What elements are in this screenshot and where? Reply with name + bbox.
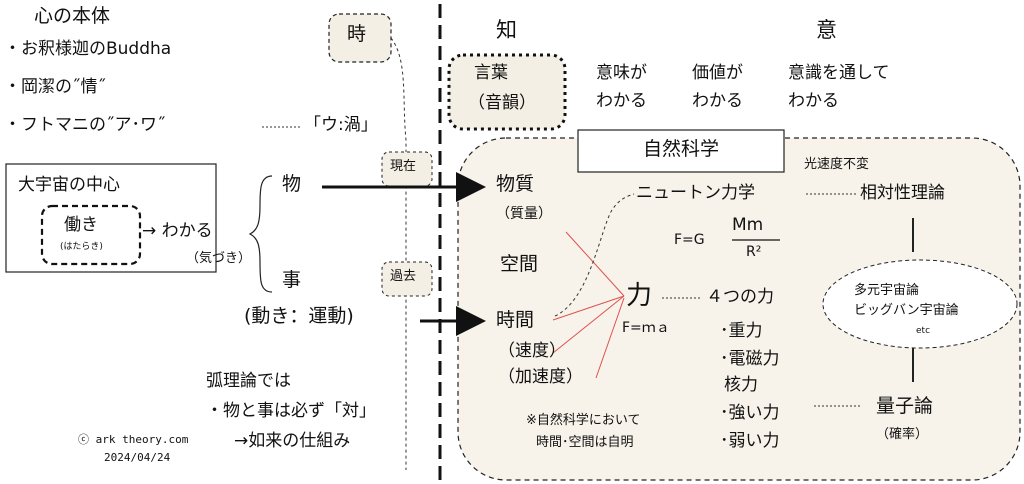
- busshitsu-label: 物質: [496, 173, 535, 195]
- chi-header: 知: [496, 18, 517, 42]
- imi-line2: わかる: [596, 91, 647, 111]
- bullet-oka: ・岡潔の˝情˝: [4, 77, 106, 97]
- kasokudo-label: （加速度）: [498, 367, 583, 387]
- force-gravity: ･重力: [720, 321, 763, 341]
- present-box: [381, 151, 433, 187]
- past-box: [381, 261, 433, 297]
- science-region: [457, 137, 1021, 481]
- quantum-label: 量子論: [876, 395, 934, 417]
- hataraki-box: [40, 204, 142, 266]
- kotoba-label: 言葉: [474, 63, 508, 83]
- koto-sub-label: (動き：運動): [244, 305, 354, 327]
- past-label: 過去: [390, 269, 417, 284]
- center-box-title: 大宇宙の中心: [18, 175, 120, 195]
- kotoba-box: [447, 53, 567, 131]
- multiverse-line1: 多元宇宙論: [854, 283, 920, 298]
- uzu-label: 「ウ:渦」: [304, 115, 378, 135]
- force-em: ･電磁力: [720, 349, 780, 369]
- inyun-label: （音韻）: [468, 93, 536, 113]
- koso-label: 光速度不変: [804, 157, 870, 172]
- multiverse-etc: etc: [916, 326, 931, 336]
- kukan-label: 空間: [500, 253, 539, 275]
- sokudo-label: （速度）: [498, 341, 566, 361]
- kachi-line1: 価値が: [692, 63, 743, 83]
- science-title: 自然科学: [642, 138, 719, 160]
- newton-label: ニュートン力学: [636, 183, 755, 203]
- formula-numerator: Mm: [732, 215, 764, 235]
- time-label: 時: [347, 23, 367, 45]
- red-line-kasokudo: [595, 297, 625, 379]
- kakuritsu-label: （確率）: [876, 427, 929, 442]
- chikara-label: 力: [626, 281, 653, 311]
- imi-line1: 意味が: [596, 63, 647, 83]
- newton-curve: [554, 193, 635, 317]
- shitsuryo-label: （質量）: [496, 206, 552, 222]
- mono-label: 物: [282, 173, 302, 195]
- ko-theory-title: 弧理論では: [206, 371, 291, 391]
- ko-theory-line2: →如来の仕組み: [234, 431, 351, 451]
- kachi-line2: わかる: [692, 91, 743, 111]
- bullet-buddha: ・お釈様迦のBuddha: [4, 39, 172, 59]
- fma-label: F=ｍａ: [622, 320, 670, 336]
- multiverse-line2: ビッグバン宇宙論: [854, 303, 959, 318]
- red-line-busshitsu: [565, 231, 625, 297]
- ko-theory-line1: ・物と事は必ず「対」: [206, 401, 376, 421]
- hataraki-label: 働き: [64, 215, 98, 235]
- koto-label: 事: [282, 269, 302, 291]
- copyright-text: ⓒ ark theory.com: [78, 433, 189, 446]
- four-forces-label: ４つの力: [706, 287, 774, 307]
- note-line1: ※自然科学において: [526, 413, 641, 428]
- red-line-sokudo: [552, 295, 625, 354]
- brace: [248, 175, 273, 293]
- force-strong: ･強い力: [720, 403, 780, 423]
- red-line-jikan: [552, 295, 625, 321]
- wakaru-arrow-text: → わかる: [142, 221, 213, 241]
- i-header: 意: [816, 18, 837, 42]
- date-text: 2024/04/24: [104, 451, 171, 464]
- force-weak: ･弱い力: [720, 431, 780, 451]
- bullet-futomani: ・フトマニの˝ア･ワ˝: [4, 115, 166, 135]
- formula-prefix: F=G: [674, 232, 705, 248]
- time-thread: [390, 37, 407, 470]
- note-line2: 時間･空間は自明: [536, 435, 634, 450]
- kizuki-label: （気づき）: [186, 251, 252, 266]
- heart-title: 心の本体: [34, 5, 111, 27]
- multiverse-ellipse: [822, 259, 1018, 349]
- relativity-label: 相対性理論: [860, 183, 945, 203]
- ishiki-line1: 意識を通して: [788, 63, 890, 83]
- ishiki-line2: わかる: [788, 91, 839, 111]
- present-label: 現在: [390, 159, 417, 174]
- jikan-label: 時間: [496, 309, 535, 331]
- hataraki-reading: (はたらき): [60, 242, 103, 252]
- formula-denominator: R²: [746, 244, 762, 260]
- force-nuclear: 核力: [724, 375, 758, 395]
- science-title-box: [577, 129, 785, 173]
